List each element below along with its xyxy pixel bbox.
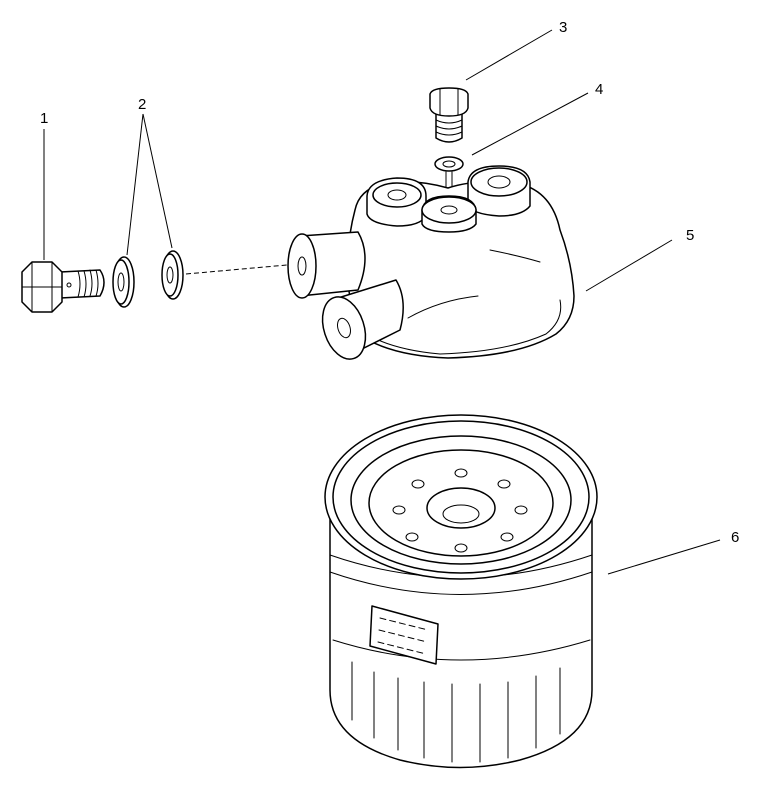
callout-5: 5 — [686, 227, 694, 244]
callout-labels: 1 2 3 4 5 6 — [40, 19, 739, 546]
callout-1: 1 — [40, 110, 48, 127]
filter-label-plate — [369, 605, 439, 665]
callout-4: 4 — [595, 81, 603, 98]
sealing-washer-b — [161, 250, 184, 300]
oil-filter-cartridge — [324, 414, 598, 769]
leader-3 — [465, 29, 553, 81]
assembly-centerline — [185, 263, 299, 275]
callout-2: 2 — [138, 96, 146, 113]
leader-2a — [126, 113, 144, 256]
banjo-bolt — [21, 261, 105, 313]
leader-5 — [585, 239, 673, 292]
leader-4 — [471, 92, 589, 156]
sealing-washer-a — [112, 256, 135, 308]
callout-3: 3 — [559, 19, 567, 36]
leader-2b — [142, 113, 173, 249]
mounting-bolt — [429, 87, 469, 143]
filter-head — [287, 165, 575, 360]
leader-6 — [607, 539, 721, 575]
callout-6: 6 — [731, 529, 739, 546]
callout-leaders — [43, 29, 721, 575]
